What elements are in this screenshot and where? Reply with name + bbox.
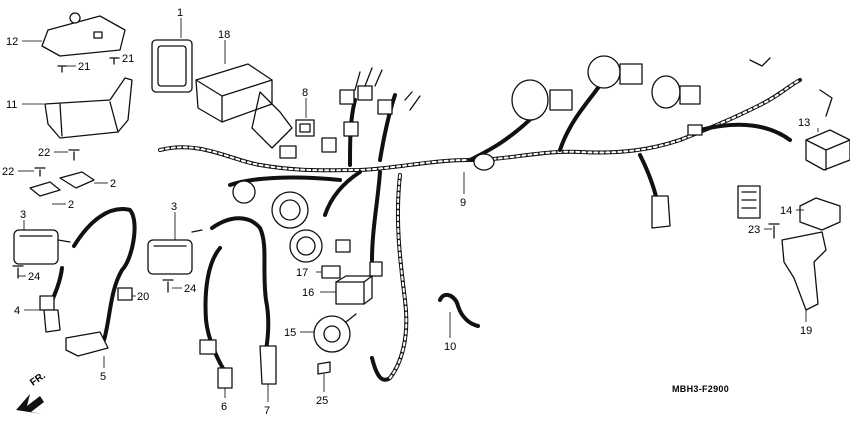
part-5-plug-cap [65,331,109,357]
callout-7: 7 [264,405,270,417]
callout-22b: 22 [2,166,14,178]
part-13-relay [805,129,850,171]
callout-22a: 22 [38,147,50,159]
diagram-model-code: MBH3-F2900 [672,384,730,394]
callout-24a: 24 [28,271,40,283]
part-16-relay [335,275,373,305]
callout-5: 5 [100,371,106,383]
right-connector-stack [737,57,833,219]
callout-2a: 2 [110,178,116,190]
round-connectors [232,180,383,277]
part-6-plug-cap [217,367,233,389]
callout-16: 16 [302,287,314,299]
callout-21b: 21 [122,53,134,65]
main-wire-harness [158,78,802,382]
callout-11: 11 [6,99,17,111]
callout-25: 25 [316,395,328,407]
spark-plug-wire-center [199,216,271,372]
callout-23: 23 [748,224,760,236]
callout-20: 20 [137,291,149,303]
part-2-clamps [29,171,95,197]
part-22-bolts [34,149,80,177]
part-23-bolt [768,223,780,239]
part-15-horn [313,313,357,353]
part-4-plug-cap [43,309,61,333]
leader-lines [18,18,819,402]
callout-19: 19 [800,325,812,337]
callout-labels: 1 18 12 21 21 11 8 22 22 2 2 3 3 24 24 2… [2,7,812,417]
callout-12: 12 [6,36,18,48]
part-25-bolt [317,361,331,375]
callout-9: 9 [460,197,466,209]
part-18-control-unit [195,63,297,159]
callout-21a: 21 [78,61,90,73]
part-17-connector [321,265,341,279]
callout-24b: 24 [184,283,196,295]
part-3-ignition-coil-left [13,229,71,265]
part-8-connector [295,119,315,137]
callout-4: 4 [14,305,20,317]
callout-3a: 3 [20,209,26,221]
part-19-bracket [781,231,827,311]
callout-13: 13 [798,117,810,129]
callout-8: 8 [302,87,308,99]
spark-plug-wire-left [39,207,137,342]
callout-10: 10 [444,341,456,353]
part-10-band [438,292,480,328]
callout-1: 1 [177,7,183,19]
bulb-sockets [511,55,701,229]
part-11-bracket [44,77,133,139]
callout-3b: 3 [171,201,177,213]
fuse-connector-cluster [321,67,421,153]
part-14-relay [799,197,841,231]
callout-14: 14 [780,205,792,217]
callout-17: 17 [296,267,308,279]
part-7-plug-cap [259,345,277,385]
callout-15: 15 [284,327,296,339]
callout-18: 18 [218,29,230,41]
callout-2b: 2 [68,199,74,211]
part-12-cover [41,12,126,57]
callout-6: 6 [221,401,227,413]
part-1-rubber-boot [151,39,193,93]
part-20-clip [117,287,133,301]
front-arrow-icon [16,394,44,414]
part-3-ignition-coil-right [147,229,203,275]
